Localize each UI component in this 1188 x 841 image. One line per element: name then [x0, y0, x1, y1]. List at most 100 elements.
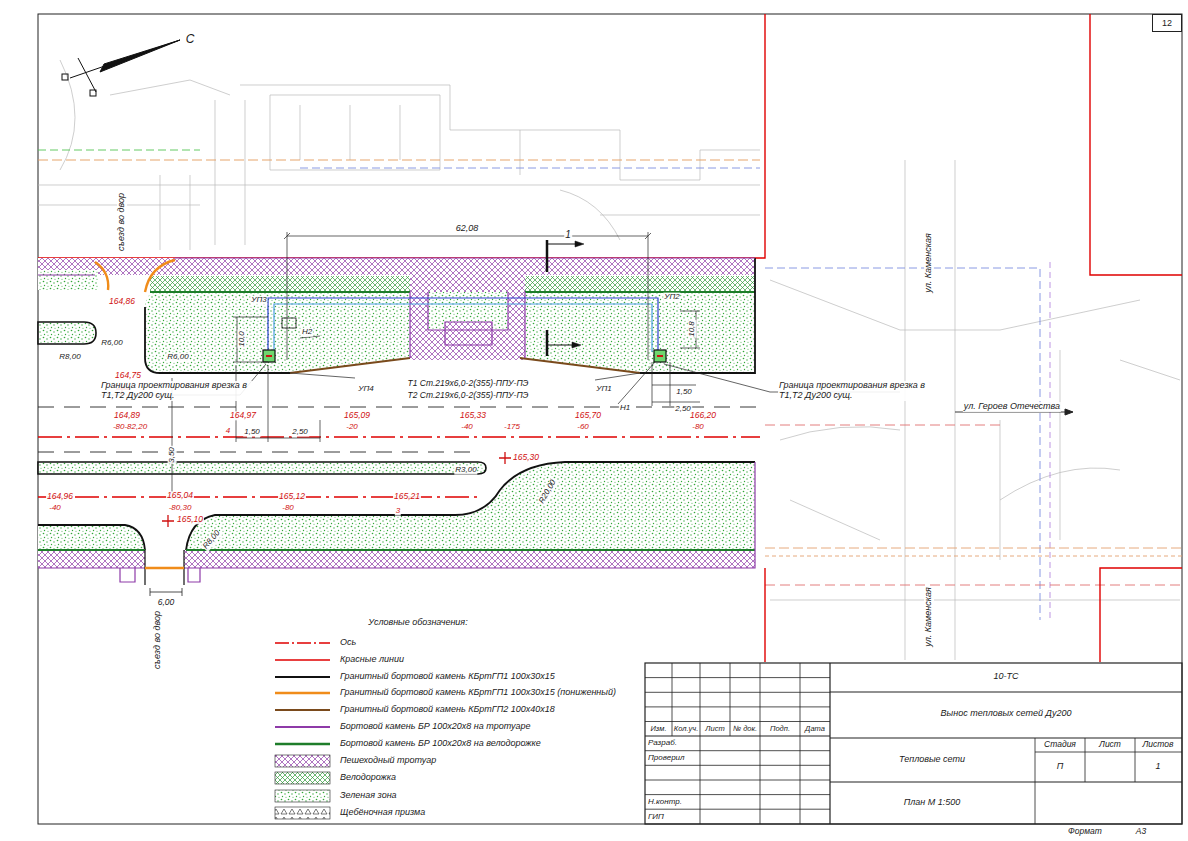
sheet-format: А3 [1135, 827, 1147, 836]
street-top [410, 292, 525, 358]
radius-label: R6,00 [166, 353, 189, 362]
chamber-label: УП1 [595, 385, 612, 394]
carriageway [38, 436, 760, 437]
red-lines [1100, 568, 1182, 662]
street-bottom [38, 462, 755, 596]
dimension-lines [233, 317, 268, 362]
legend-sample [275, 807, 330, 819]
legend-heading: Условные обозначения: [367, 618, 468, 628]
boundary-note: Граница проектирования врезка в Т1,Т2 Ду… [778, 381, 930, 401]
sheet-frame [38, 14, 1182, 824]
legend-text: Щебёночная призма [340, 808, 425, 818]
dimension: 3,50 [168, 446, 177, 464]
existing-utilities [1050, 262, 1051, 620]
red-lines [1090, 14, 1182, 275]
street-bottom [150, 588, 182, 596]
title-block [672, 663, 800, 824]
sheet-format: Формат [1067, 827, 1103, 836]
elevation: 165,21 [393, 492, 421, 501]
street-arrow [955, 409, 1073, 415]
survey-background [770, 350, 1180, 600]
table-cell: Разраб. [648, 739, 677, 748]
existing-utilities [300, 168, 760, 169]
dimension-lines [100, 232, 900, 500]
street-top [38, 258, 755, 275]
heat-pipeline [274, 304, 652, 352]
dimension: 62,08 [455, 224, 480, 234]
street-top [38, 270, 98, 290]
dimension: 1,50 [675, 388, 693, 397]
heat-pipeline [282, 318, 296, 328]
legend-sample [275, 643, 330, 644]
section-mark [546, 330, 549, 356]
dimension-lines [287, 232, 648, 360]
point-number: 3 [395, 507, 401, 516]
pipe-note: Т2 Ст.219х6,0-2(355)-ППУ-ПЭ [407, 391, 530, 400]
section-mark [547, 244, 575, 245]
heat-pipeline [263, 298, 666, 362]
legend-sample [275, 790, 330, 802]
dimension-lines [290, 336, 655, 404]
street-arrow [955, 412, 1065, 413]
street-bottom [120, 568, 200, 582]
elevation: 165,09 [343, 411, 371, 420]
legend-line [275, 726, 330, 728]
street-top [38, 322, 96, 344]
legend-line [275, 743, 330, 746]
dimension-lines [236, 365, 320, 442]
legend-text: Гранитный бортовой камень КБртГП1 100х30… [340, 672, 555, 682]
radius-label: R8,00 [58, 353, 81, 362]
street-bottom [38, 525, 145, 550]
elevation-mark [116, 383, 511, 527]
legend-line [275, 692, 330, 695]
legend-sample [275, 744, 330, 745]
legend-swatch [275, 790, 330, 802]
table-cell: Тепловые сети [899, 755, 965, 765]
section-mark [547, 240, 584, 356]
north-arrow [90, 90, 96, 96]
slope: -20 [345, 423, 359, 432]
existing-utilities [765, 425, 1000, 426]
slope: -40 [48, 504, 62, 513]
table-cell: Кол.уч. [674, 725, 698, 733]
survey-background [300, 105, 400, 160]
table-cell: Н.контр. [648, 798, 682, 807]
elevation: 164,97 [229, 411, 257, 420]
dimension-lines [172, 378, 173, 500]
table-cell: Стадия [1044, 740, 1076, 749]
radius-label: R3,00 [454, 466, 477, 475]
elevation: 165,30 [512, 453, 540, 462]
elevation: 165,33 [459, 411, 487, 420]
legend-sample [275, 710, 330, 711]
title-block [1035, 738, 1182, 824]
dimension: 2,50 [291, 428, 309, 437]
slope: -175 [503, 423, 521, 432]
street-bottom [145, 550, 184, 585]
elevation-mark [162, 515, 174, 527]
dimension-lines [652, 362, 700, 406]
dimension: 10,0 [238, 330, 247, 348]
street-arrow [1065, 409, 1073, 415]
chamber-label: Н1 [619, 404, 631, 413]
elevation: 165,10 [176, 515, 204, 524]
street-name: ул. Каменская [924, 586, 934, 647]
north-arrow [100, 40, 180, 72]
dimension: 1,50 [243, 428, 261, 437]
existing-utilities [38, 150, 1182, 620]
radius-label: R8,00 [201, 528, 223, 552]
section-mark [547, 345, 572, 346]
survey-background [110, 80, 230, 95]
legend-text: Бортовой камень БР 100х20х8 на велодорож… [340, 739, 541, 749]
slope: -80 [691, 423, 705, 432]
section-mark [575, 241, 584, 247]
existing-utilities [765, 548, 1182, 549]
title-block [830, 692, 1182, 782]
radius-label: R20,00 [537, 478, 559, 506]
street-note: съезд во двор [117, 192, 127, 252]
north-arrow [62, 74, 68, 80]
title-block [829, 663, 830, 824]
table-cell: Подп. [770, 725, 790, 733]
street-top [410, 275, 525, 360]
drawing-title: Вынос тепловых сетей Ду200 [941, 709, 1072, 719]
